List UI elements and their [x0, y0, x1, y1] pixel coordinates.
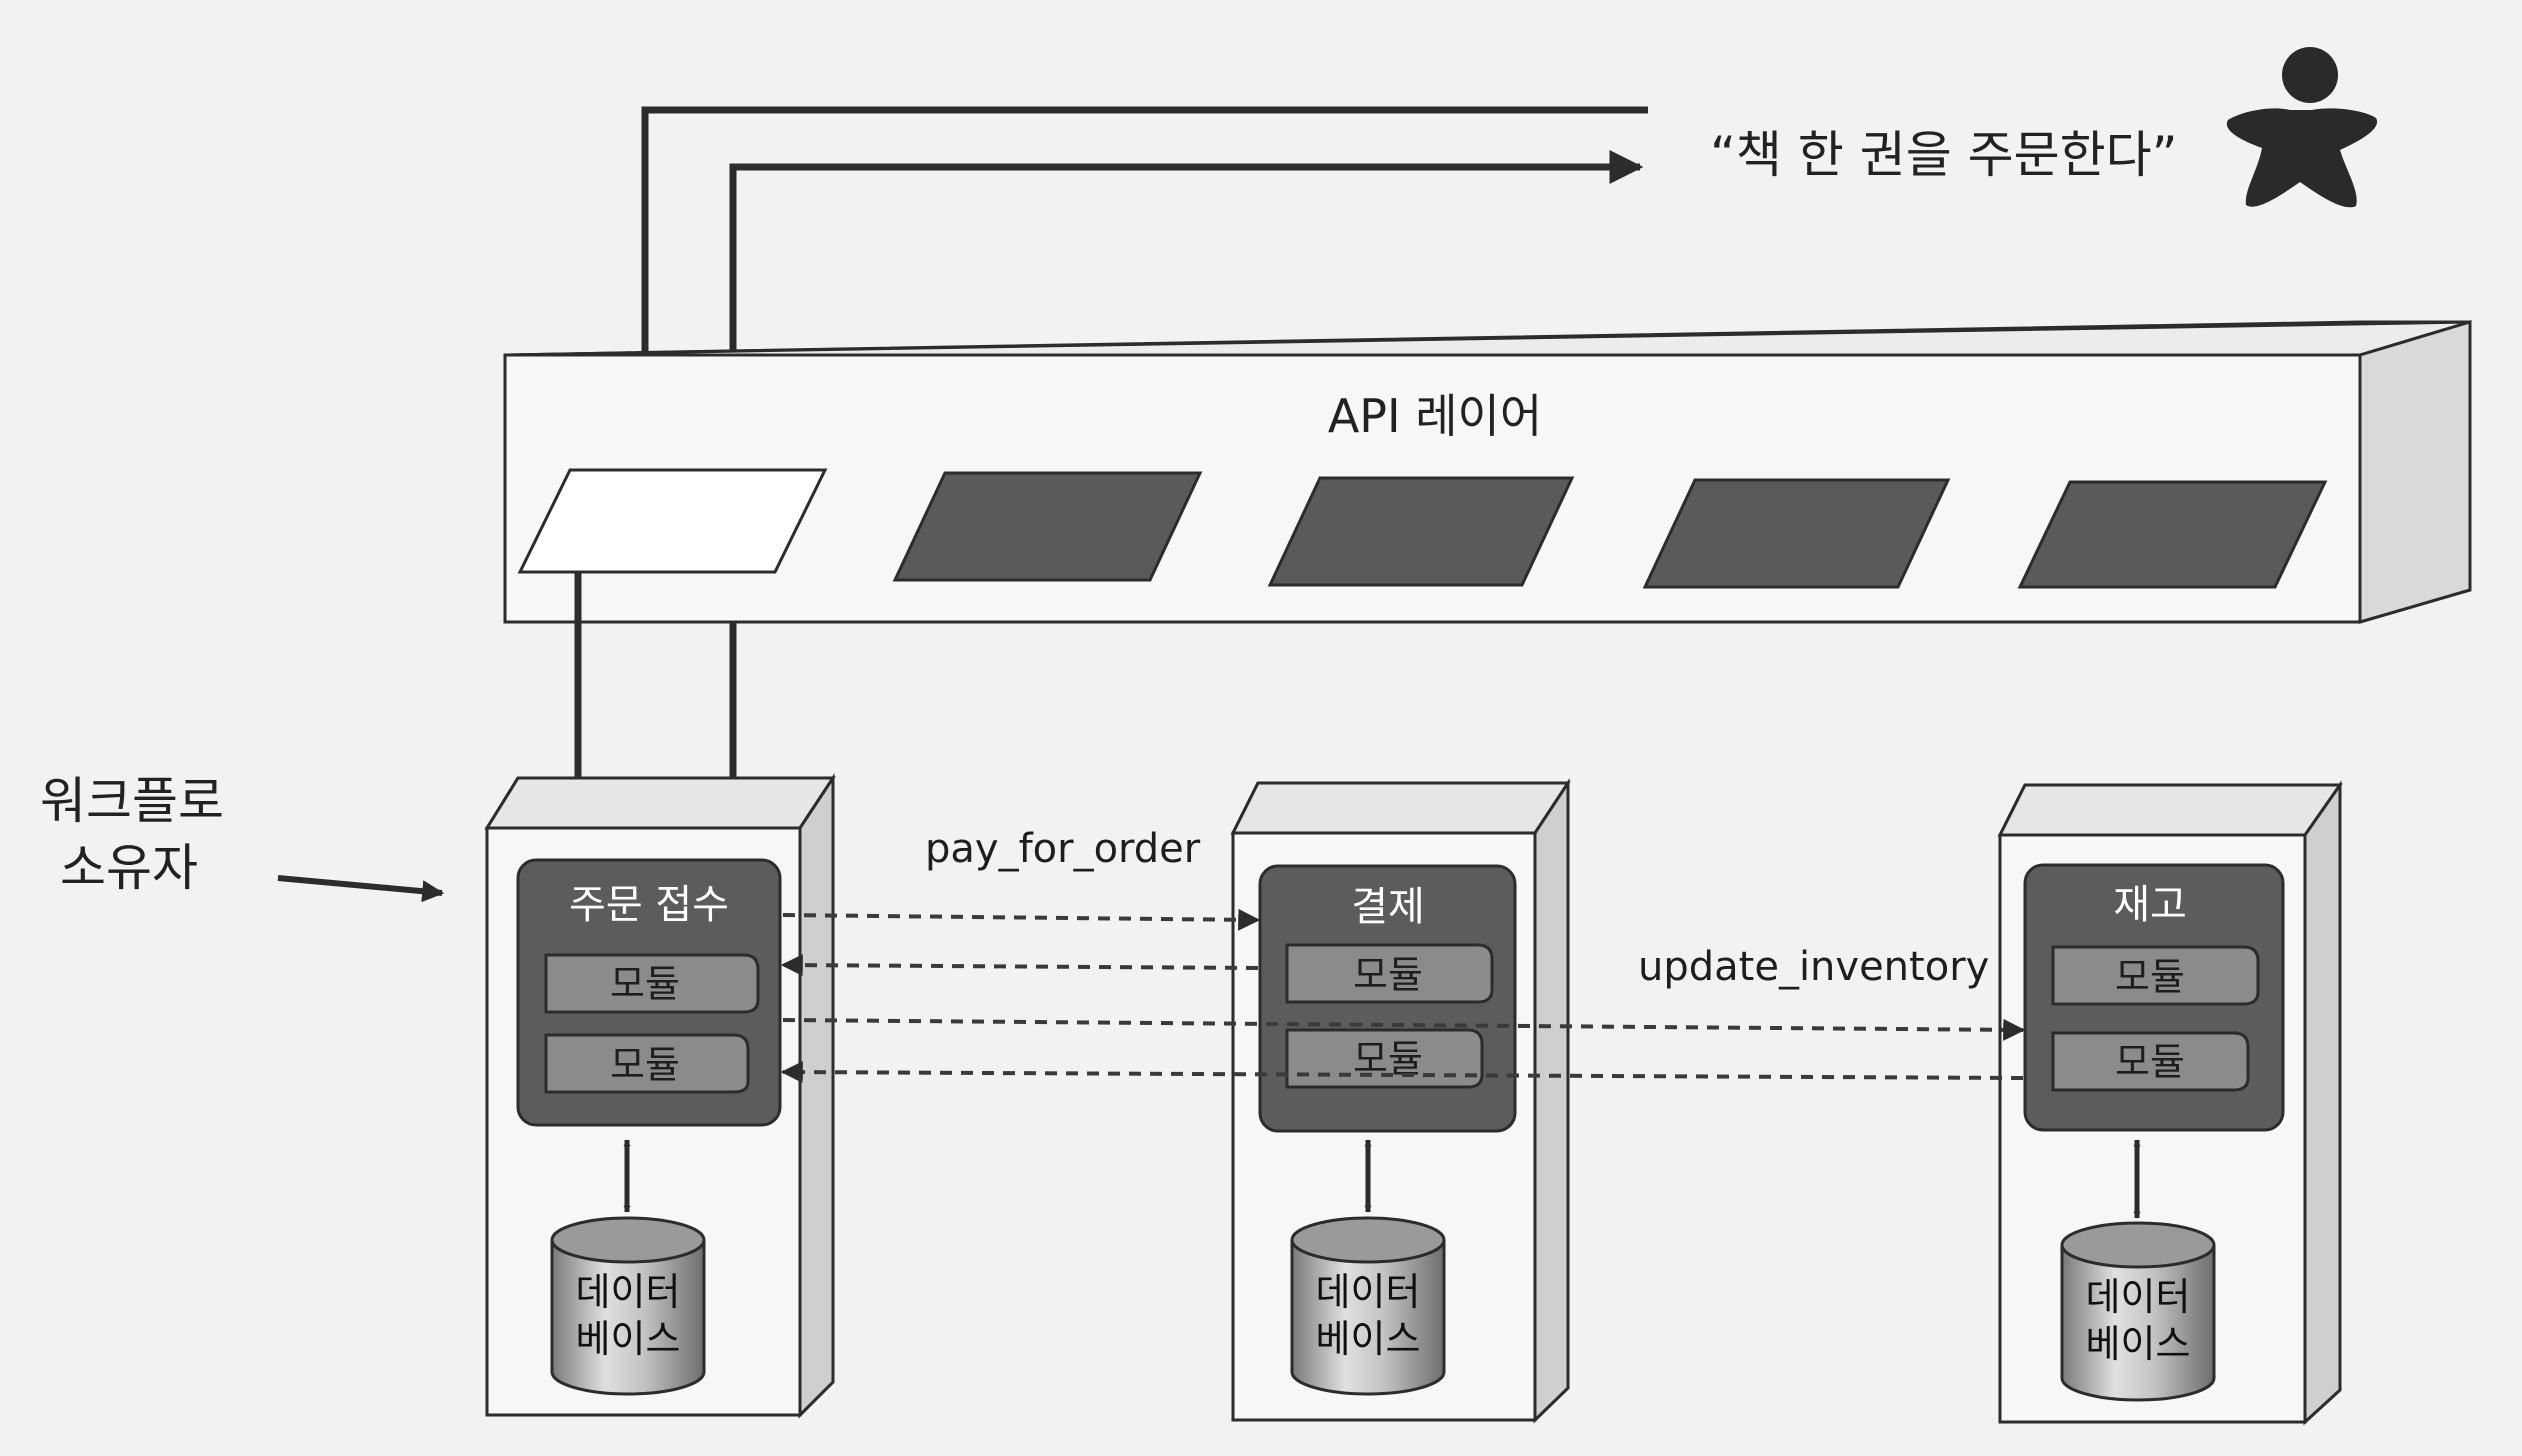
- service-order-intake-module-2: 모듈: [610, 1043, 680, 1087]
- database-cylinder-icon: [2060, 1221, 2216, 1402]
- message-update-inventory: update_inventory: [1638, 944, 1989, 990]
- database-cylinder-icon: [1290, 1216, 1446, 1396]
- inventory-db-label-2: 베이스: [2086, 1322, 2191, 1366]
- request-arrow: [628, 106, 1648, 464]
- request-quote: “책 한 권을 주문한다”: [1710, 126, 2178, 184]
- order-db-label-1: 데이터: [576, 1270, 681, 1314]
- api-endpoint-2: [892, 471, 1203, 582]
- update-inventory-request-arrow: [782, 1018, 2026, 1041]
- api-endpoint-order: [517, 468, 828, 574]
- api-endpoint-3: [1267, 476, 1575, 587]
- api-layer-label: API 레이어: [1328, 389, 1542, 443]
- service-order-intake-title: 주문 접수: [569, 882, 729, 928]
- api-endpoint-5: [2017, 480, 2328, 589]
- workflow-owner-line1: 워크플로: [40, 772, 224, 830]
- service-payment-title: 결제: [1351, 884, 1425, 930]
- message-pay-for-order: pay_for_order: [925, 826, 1201, 872]
- pay-for-order-request-arrow: [782, 908, 1261, 931]
- service-payment-module-1: 모듈: [1353, 953, 1423, 997]
- service-inventory-module-2: 모듈: [2115, 1040, 2185, 1084]
- service-order-intake-module-1: 모듈: [610, 962, 680, 1006]
- payment-db-label-2: 베이스: [1316, 1317, 1421, 1361]
- order-db-label-2: 베이스: [576, 1317, 681, 1361]
- api-endpoint-4: [1642, 478, 1951, 589]
- update-inventory-response-arrow: [780, 1061, 2024, 1084]
- inventory-db-label-1: 데이터: [2086, 1275, 2191, 1319]
- database-cylinder-icon: [550, 1216, 706, 1396]
- payment-db-label-1: 데이터: [1316, 1270, 1421, 1314]
- workflow-owner-arrow: [277, 875, 445, 903]
- workflow-owner-line2: 소유자: [60, 839, 198, 897]
- person-star-icon: [2226, 47, 2378, 208]
- service-inventory-module-1: 모듈: [2115, 955, 2185, 999]
- pay-for-order-response-arrow: [780, 954, 1259, 977]
- service-inventory-title: 재고: [2113, 882, 2187, 928]
